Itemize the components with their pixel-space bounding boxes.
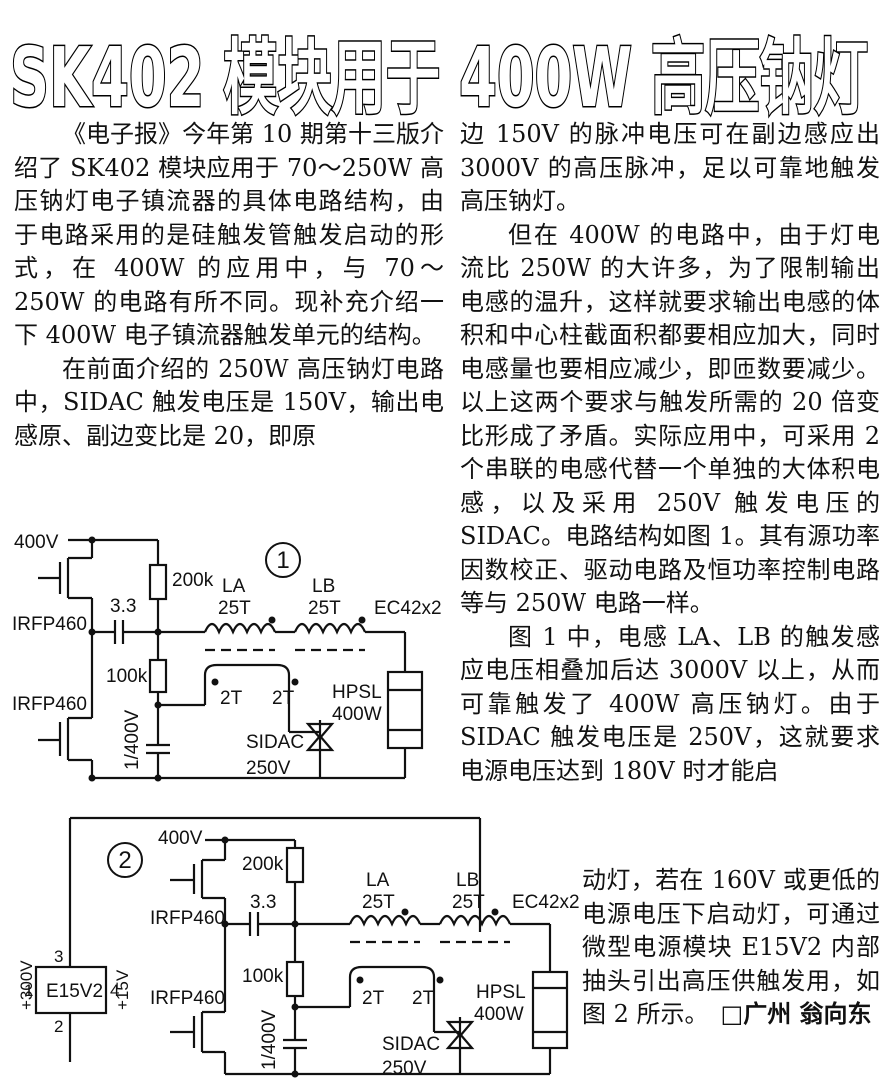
- label-hpsl-watt: 400W: [332, 704, 382, 725]
- label-lb: LB: [456, 870, 479, 891]
- article-title: SK402 模块用于 400W 高压钠灯: [10, 30, 870, 125]
- label-mosfet-bottom: IRFP460: [150, 988, 225, 1009]
- label-plus-300v: +300V: [17, 960, 36, 1010]
- paragraph-4-end: 动灯，若在 160V 或更低的电源电压下启动灯，可通过微型电源模块 E15V2 …: [582, 864, 880, 1032]
- label-400v: 400V: [14, 532, 59, 553]
- label-capacitor: 3.3: [110, 596, 136, 617]
- figure-1-number: 1: [276, 547, 289, 574]
- label-plus-15v: +15V: [113, 969, 132, 1010]
- paragraph-2-start: 在前面介绍的 250W 高压钠灯电路中，SIDAC 触发电压是 150V，输出电…: [14, 354, 444, 450]
- label-mosfet-bottom: IRFP460: [12, 694, 87, 715]
- label-mosfet-top: IRFP460: [12, 614, 87, 635]
- label-pin-1: 1: [24, 981, 33, 1000]
- label-cap-voltage: 1/400V: [122, 709, 143, 770]
- paragraph-3: 但在 400W 的电路中，由于灯电流比 250W 的大许多，为了限制输出电感的温…: [460, 220, 880, 618]
- label-tap-2: 2T: [412, 988, 435, 1009]
- paragraph-4-start: 图 1 中，电感 LA、LB 的触发感应电压相叠加后达 3000V 以上，从而可…: [460, 622, 880, 785]
- label-hpsl: HPSL: [476, 982, 526, 1003]
- label-hpsl-watt: 400W: [474, 1004, 524, 1025]
- article-title-text: SK402 模块用于 400W 高压钠灯: [10, 31, 868, 124]
- label-lb-turns: 25T: [308, 598, 341, 619]
- label-r-100k: 100k: [242, 966, 284, 987]
- label-tap-2: 2T: [272, 688, 295, 709]
- label-lb-turns: 25T: [452, 892, 485, 913]
- label-hpsl: HPSL: [332, 682, 382, 703]
- label-400v: 400V: [158, 828, 203, 849]
- right-column-lower: 动灯，若在 160V 或更低的电源电压下启动灯，可通过微型电源模块 E15V2 …: [582, 864, 880, 1032]
- label-ec42x2: EC42x2: [374, 598, 442, 619]
- label-r-100k: 100k: [106, 666, 148, 687]
- label-tap-1: 2T: [362, 988, 385, 1009]
- circuit-figure-1: 1 400V IRFP460 IRFP460 3.3 200k 100k 1/4…: [12, 532, 442, 782]
- label-r-200k: 200k: [242, 854, 284, 875]
- label-pin-4: 4: [110, 981, 119, 1000]
- figure-2-number: 2: [118, 847, 131, 874]
- paragraph-2-end: 边 150V 的脉冲电压可在副边感应出 3000V 的高压脉冲，足以可靠地触发高…: [460, 120, 880, 215]
- paragraph-1: 《电子报》今年第 10 期第十三版介绍了 SK402 模块应用于 70～250W…: [14, 120, 444, 349]
- label-tap-1: 2T: [220, 688, 243, 709]
- label-ec42x2: EC42x2: [512, 892, 580, 913]
- paragraph-4-end-text: 动灯，若在 160V 或更低的电源电压下启动灯，可通过微型电源模块 E15V2 …: [582, 866, 880, 1028]
- label-r-200k: 200k: [172, 570, 214, 591]
- label-la: LA: [366, 870, 390, 891]
- label-mosfet-top: IRFP460: [150, 908, 225, 929]
- label-pin-2: 2: [54, 1017, 63, 1036]
- label-la-turns: 25T: [218, 598, 251, 619]
- label-sidac: SIDAC: [382, 1034, 440, 1055]
- left-column: 《电子报》今年第 10 期第十三版介绍了 SK402 模块应用于 70～250W…: [14, 118, 444, 453]
- label-capacitor: 3.3: [250, 892, 276, 913]
- label-sidac-voltage: 250V: [382, 1058, 427, 1079]
- label-la-turns: 25T: [362, 892, 395, 913]
- right-column: 边 150V 的脉冲电压可在副边感应出 3000V 的高压脉冲，足以可靠地触发高…: [460, 118, 880, 788]
- author-byline: □广州 翁向东: [720, 1000, 872, 1028]
- label-pin-3: 3: [54, 947, 63, 966]
- label-sidac: SIDAC: [246, 732, 304, 753]
- label-sidac-voltage: 250V: [246, 758, 291, 779]
- label-module-e15v2: E15V2: [46, 981, 103, 1002]
- circuit-figure-2: 2 400V IRFP460 IRFP460 3.3 200k 100k 1/4…: [17, 816, 580, 1079]
- label-la: LA: [222, 576, 246, 597]
- label-cap-voltage: 1/400V: [259, 1009, 280, 1070]
- label-lb: LB: [312, 576, 335, 597]
